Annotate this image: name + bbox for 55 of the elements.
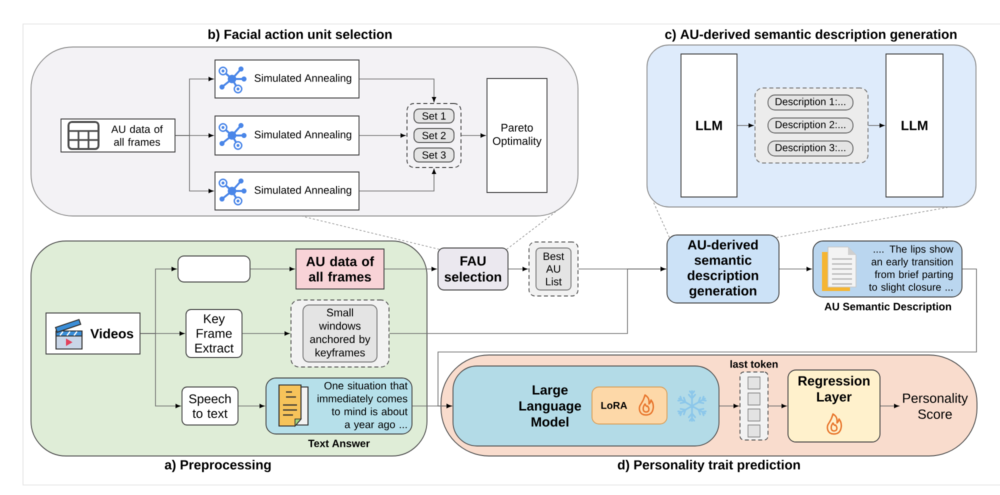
process-box: Speech to text xyxy=(182,386,238,426)
description-pill: Description 2:... xyxy=(768,118,854,134)
list-box: Best AU List xyxy=(536,248,572,290)
window-box: Small windows anchored by keyframes xyxy=(302,304,378,362)
dashed-line xyxy=(302,216,440,250)
process-box: Simulated Annealing xyxy=(214,116,360,156)
set-pill: Set 2 xyxy=(414,128,454,143)
arrow xyxy=(880,404,899,408)
arrow xyxy=(768,404,786,408)
arrow xyxy=(175,135,214,194)
arrow xyxy=(779,266,812,272)
process-box: FAU selection xyxy=(438,248,508,290)
arrow xyxy=(359,78,436,102)
arrow xyxy=(412,404,452,408)
adapter-box: LoRA xyxy=(592,386,668,424)
set-pill: Set 3 xyxy=(414,148,454,162)
process-box xyxy=(178,256,250,282)
process-box: Pareto Optimality xyxy=(486,78,548,193)
process-box: Simulated Annealing xyxy=(214,60,360,98)
arrow xyxy=(737,123,754,128)
arrow xyxy=(238,404,264,408)
model-box: LLM xyxy=(886,54,944,198)
output-text: Personality Score xyxy=(903,393,968,419)
dashed-line xyxy=(652,200,670,238)
panel-title: d) Personality trait prediction xyxy=(618,460,800,472)
arrow xyxy=(719,404,738,408)
node-label: Text Answer xyxy=(308,440,370,448)
set-pill: Set 1 xyxy=(414,108,454,124)
arrow xyxy=(359,133,406,138)
arrow xyxy=(242,331,290,336)
dashed-line xyxy=(506,211,556,250)
data-box: AU data of all frames xyxy=(296,248,384,290)
arrow xyxy=(384,266,436,272)
panel-title: a) Preprocessing xyxy=(164,460,271,472)
arrow xyxy=(438,268,977,408)
process-box: AU-derived semantic description generation xyxy=(666,234,780,304)
process-box: Regression Layer xyxy=(788,370,880,442)
data-box: AU data of all frames xyxy=(60,118,176,152)
arrow xyxy=(389,266,666,334)
arrow xyxy=(461,133,486,138)
arrow xyxy=(250,266,294,272)
node-label: AU Semantic Description xyxy=(824,302,952,312)
description-pill: Description 3:... xyxy=(768,140,854,156)
group-title: last token xyxy=(730,360,778,368)
arrow xyxy=(868,123,884,128)
panel-title: b) Facial action unit selection xyxy=(208,29,392,42)
description-pill: Description 1:... xyxy=(768,94,854,110)
arrow xyxy=(508,266,528,272)
process-box: Key Frame Extract xyxy=(186,309,242,358)
arrow xyxy=(359,169,436,192)
model-box: LLM xyxy=(680,54,738,198)
process-box: Simulated Annealing xyxy=(214,172,360,210)
arrow xyxy=(140,333,180,408)
dashed-line xyxy=(776,207,948,238)
panel-title: c) AU-derived semantic description generation xyxy=(665,29,956,42)
